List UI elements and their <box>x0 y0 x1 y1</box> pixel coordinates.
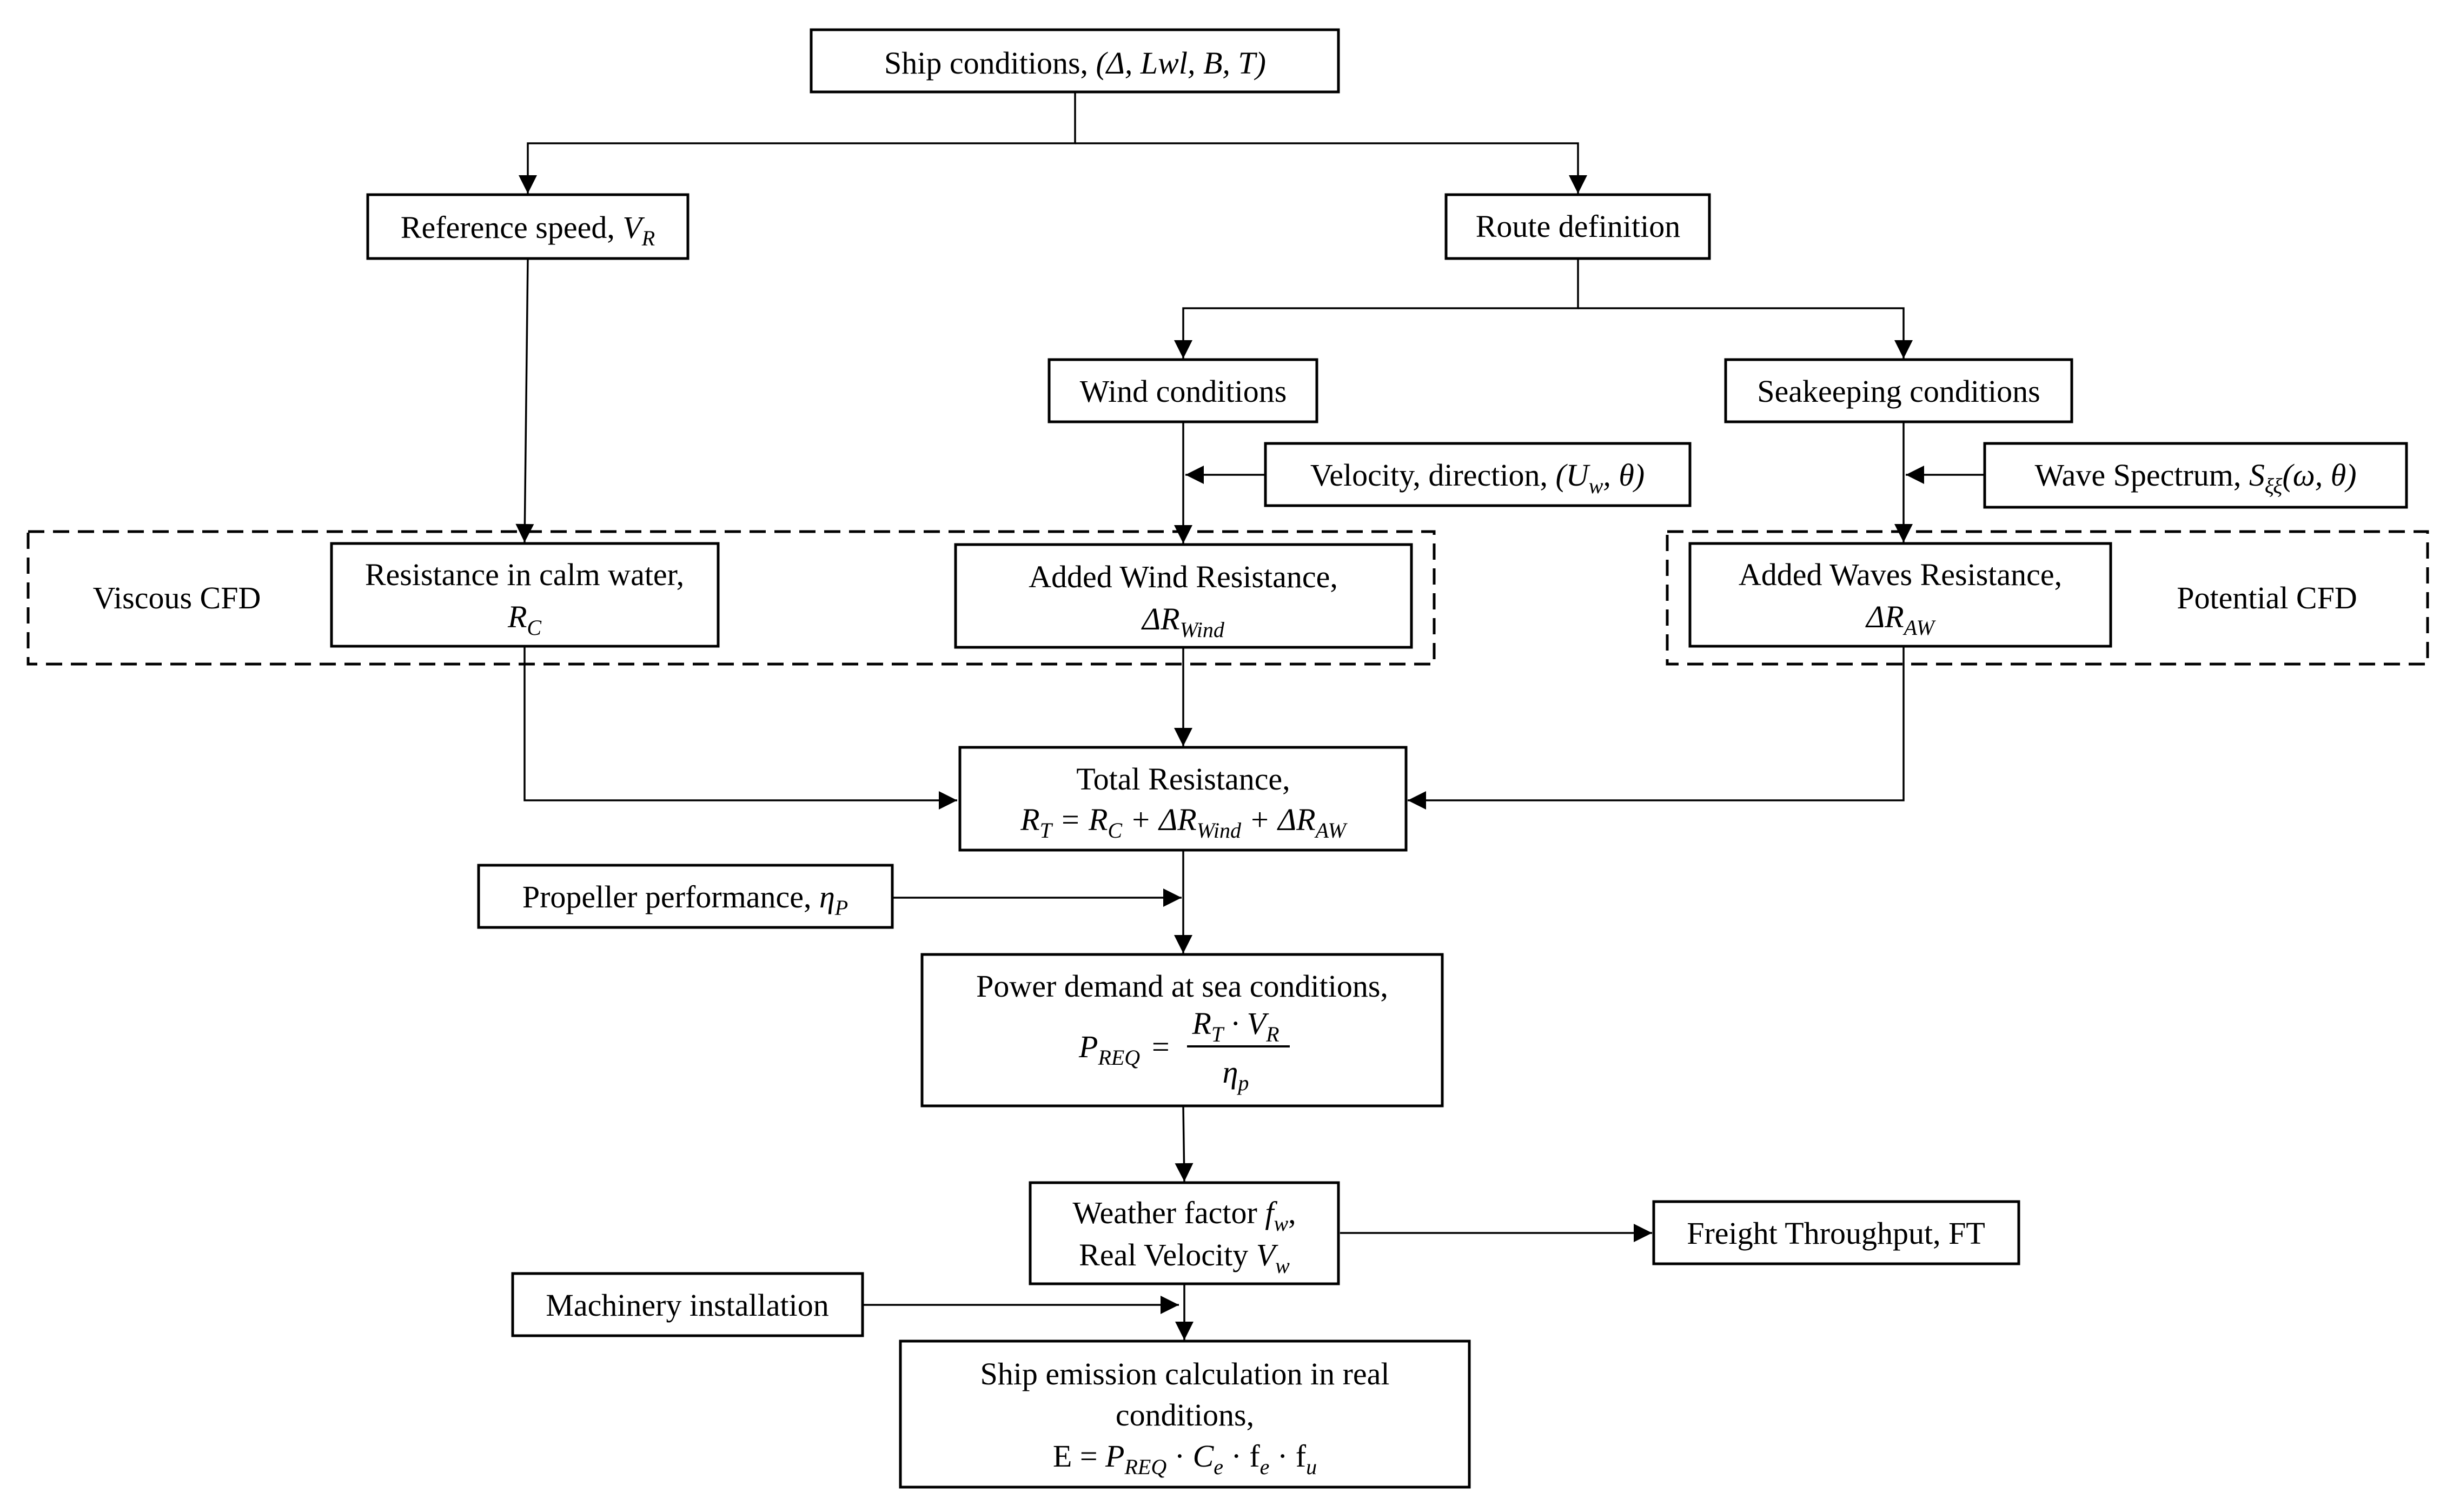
calm-water-label: Resistance in calm water, <box>365 557 684 592</box>
emission-equation: E = PREQ · Ce · fe · fu <box>1053 1438 1317 1479</box>
emission-calculation-label: Ship emission calculation in real <box>980 1356 1389 1391</box>
reference-speed-label: Reference speed, VR <box>401 210 655 250</box>
connector-addedwaves-total <box>1408 646 1905 810</box>
emission-calculation-box <box>899 1339 1471 1489</box>
real-velocity-label: Real Velocity Vw <box>1079 1237 1290 1278</box>
weather-factor-box <box>1029 1181 1340 1285</box>
connector-power-weather <box>1175 1105 1194 1182</box>
wave-spectrum-box <box>1983 442 2408 509</box>
wind-conditions-box <box>1048 358 1318 423</box>
freight-throughput-label: Freight Throughput, FT <box>1687 1216 1985 1251</box>
seakeeping-conditions-box <box>1724 358 2073 423</box>
power-demand-denominator: ηp <box>1223 1055 1249 1095</box>
route-definition-box <box>1444 193 1711 260</box>
power-demand-numerator: RT · VR <box>1191 1006 1279 1046</box>
freight-throughput-box <box>1652 1200 2020 1265</box>
total-resistance-box <box>958 746 1408 852</box>
connector-calmwater-total <box>523 646 957 810</box>
ship-conditions-label: Ship conditions, (Δ, Lwl, B, T) <box>884 45 1266 81</box>
velocity-direction-label: Velocity, direction, (Uw, θ) <box>1310 457 1645 498</box>
viscous-cfd-group <box>26 530 1436 666</box>
weather-factor-label: Weather factor fw, <box>1072 1195 1296 1236</box>
machinery-installation-box <box>511 1272 864 1337</box>
added-waves-label: Added Waves Resistance, <box>1739 557 2062 592</box>
velocity-direction-box <box>1264 442 1692 507</box>
machinery-installation-label: Machinery installation <box>546 1288 828 1323</box>
connector-refspeed-calmwater <box>515 258 534 543</box>
potential-cfd-label: Potential CFD <box>2177 580 2357 615</box>
power-demand-lhs: PREQ= <box>1078 1029 1171 1070</box>
calm-water-box <box>330 542 720 648</box>
connector-route-wind <box>1174 258 1579 359</box>
power-demand-label: Power demand at sea conditions, <box>976 969 1388 1004</box>
reference-speed-box <box>366 193 690 260</box>
wind-conditions-label: Wind conditions <box>1080 374 1287 409</box>
added-waves-symbol: ΔRAW <box>1865 599 1936 640</box>
added-wind-label: Added Wind Resistance, <box>1029 559 1338 594</box>
calm-water-symbol: RC <box>507 599 542 640</box>
connector-ship-route <box>1075 142 1587 194</box>
connector-route-seakeeping <box>1578 307 1913 359</box>
emission-conditions-label: conditions, <box>1116 1397 1254 1433</box>
propeller-performance-box <box>477 864 894 929</box>
ship-conditions-box <box>810 28 1340 94</box>
seakeeping-conditions-label: Seakeeping conditions <box>1757 374 2040 409</box>
route-definition-label: Route definition <box>1476 209 1681 244</box>
power-demand-box <box>920 953 1444 1108</box>
wave-spectrum-label: Wave Spectrum, Sξξ(ω, θ) <box>2034 457 2356 498</box>
added-wind-box <box>954 543 1413 649</box>
connector-ship-split <box>519 92 1076 194</box>
viscous-cfd-label: Viscous CFD <box>93 580 261 615</box>
added-wind-symbol: ΔRWind <box>1141 601 1225 642</box>
propeller-performance-label: Propeller performance, ηP <box>522 879 848 920</box>
connectors <box>515 92 1985 1340</box>
added-waves-box <box>1688 542 2112 648</box>
total-resistance-equation: RT = RC + ΔRWind + ΔRAW <box>1020 802 1348 843</box>
total-resistance-label: Total Resistance, <box>1076 761 1290 797</box>
potential-cfd-group <box>1666 530 2429 666</box>
